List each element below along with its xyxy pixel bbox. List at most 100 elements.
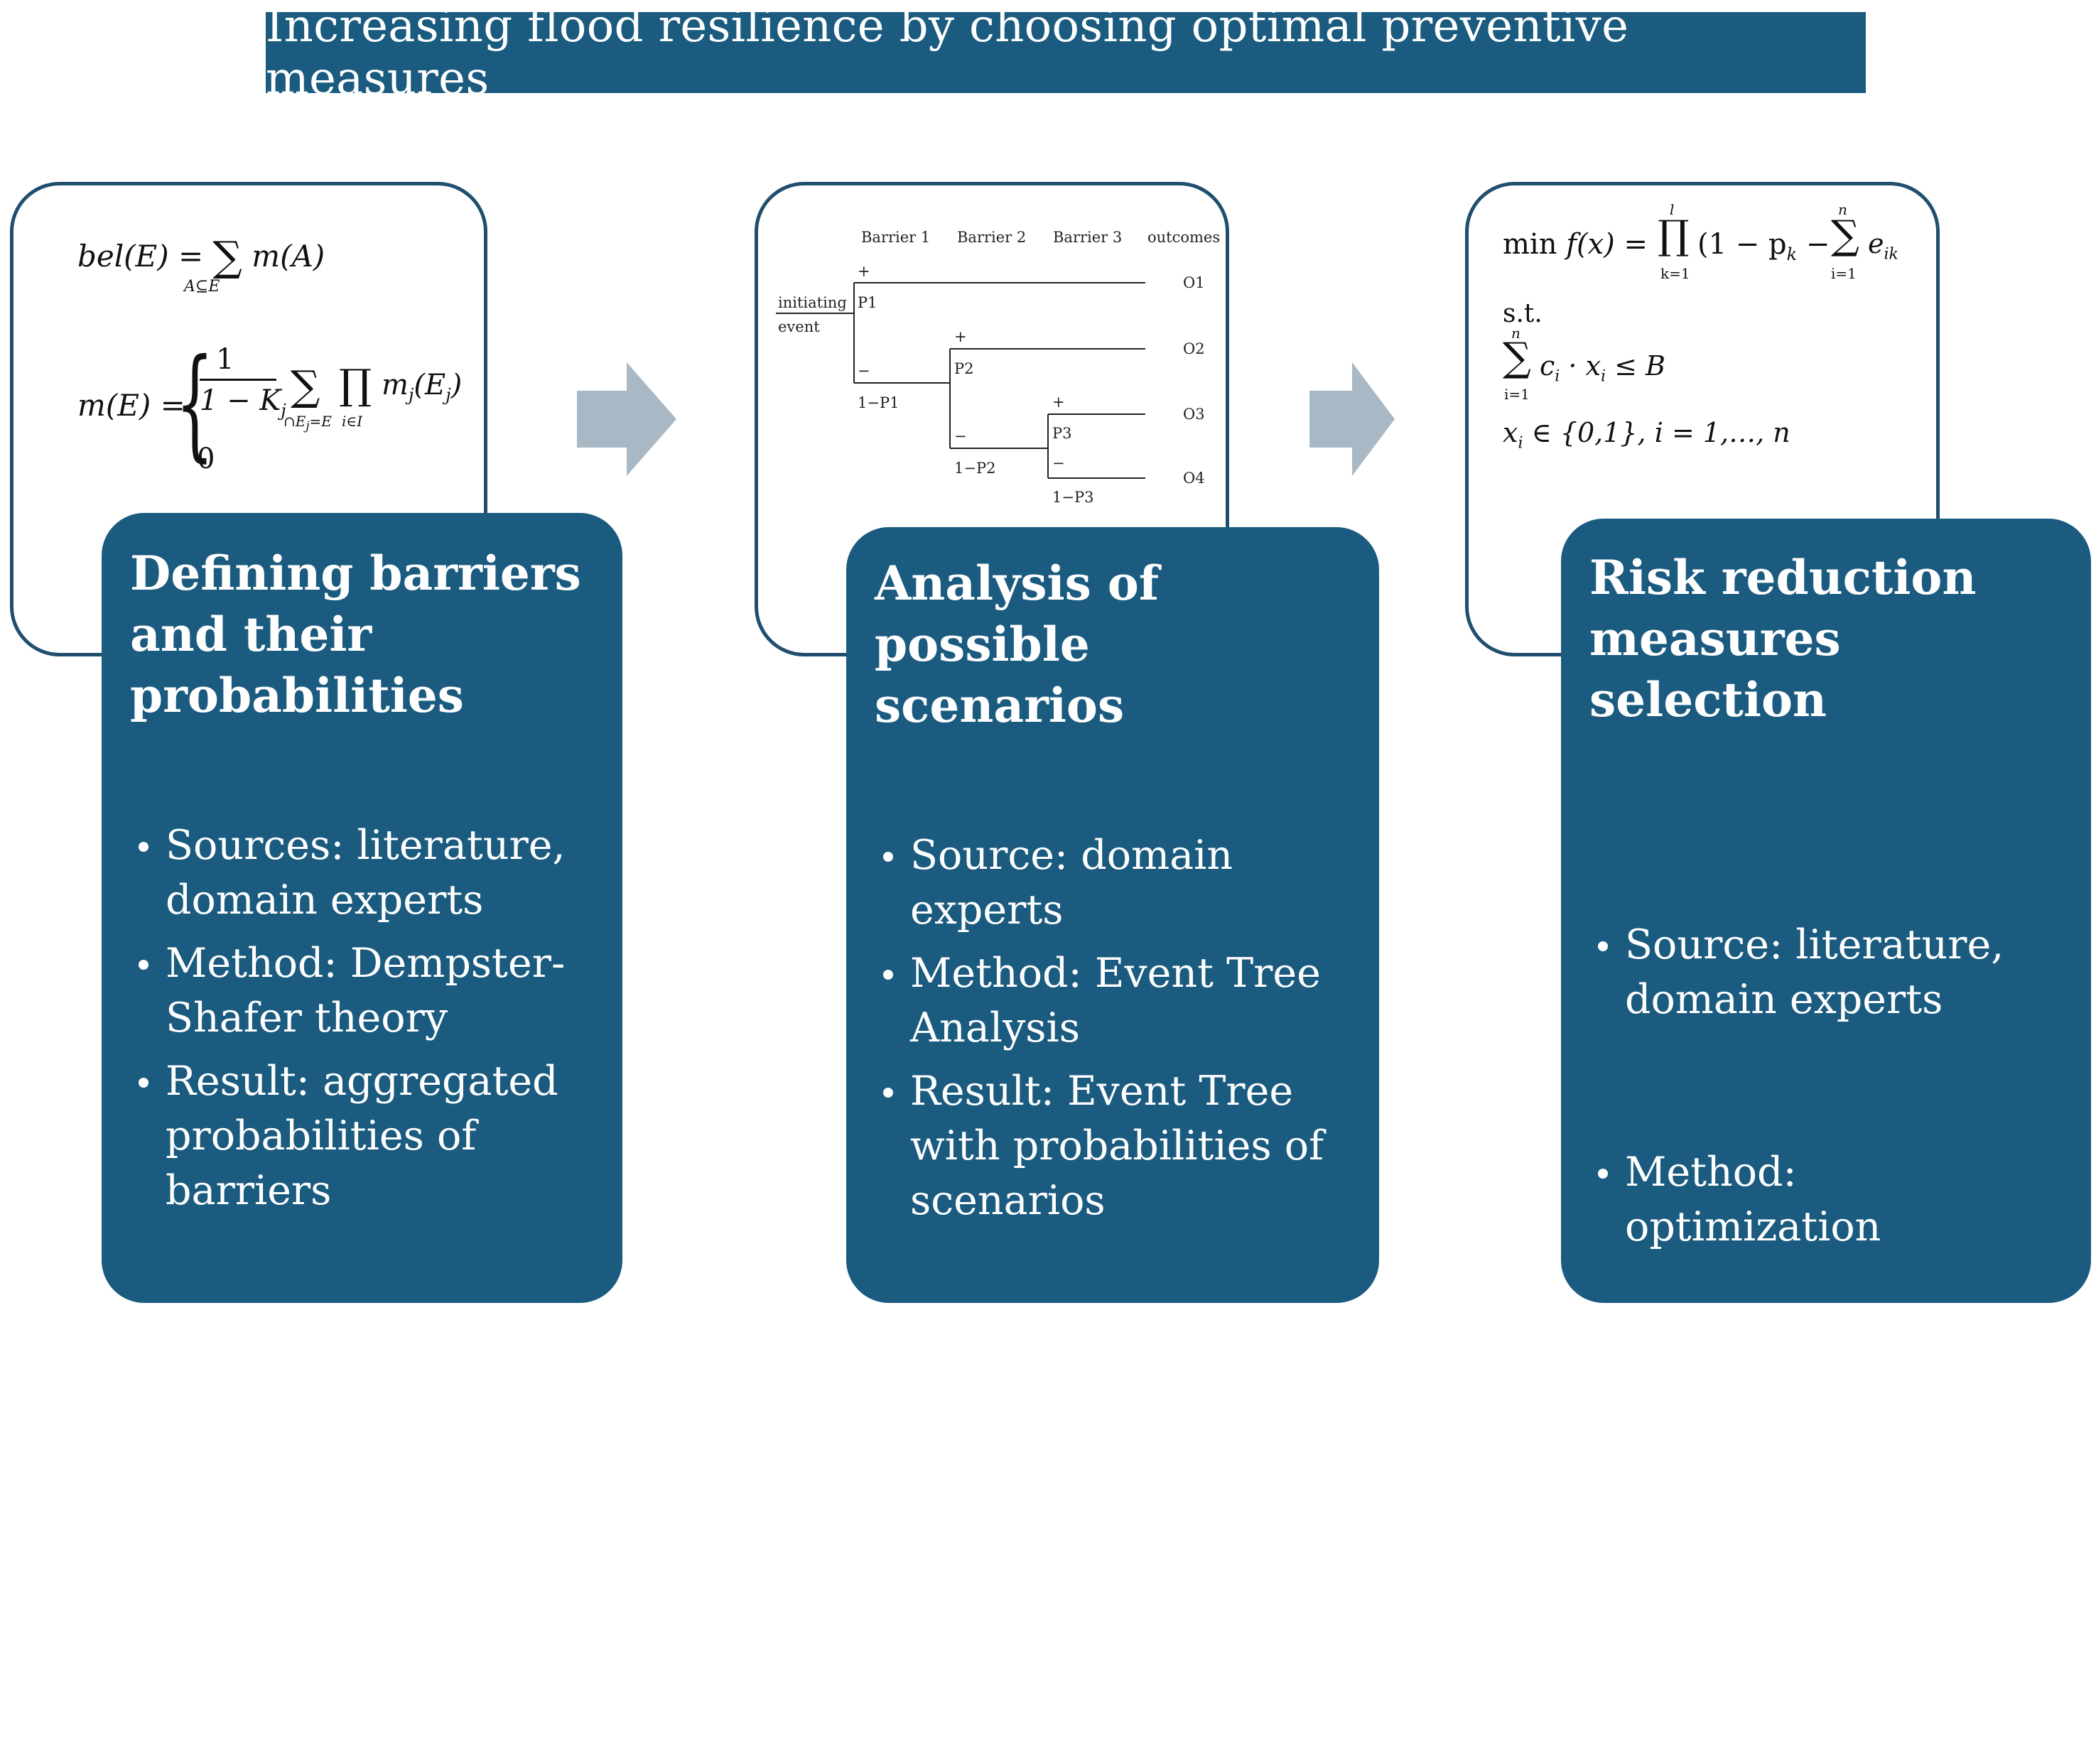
objective-term: (1 − pk − [1697,228,1830,264]
denominator-text: 1 − K [200,384,281,417]
step-card-risk-reduction: Risk reduction measures selection Source… [1561,519,2091,1642]
node-3-label: P3 [1052,425,1072,442]
x-dom-text: x [1503,417,1518,448]
domain-text: ∈ {0,1}, i = 1,…, n [1523,417,1790,448]
bullet-source: Source: literature, domain experts [1589,918,2063,1027]
min-text: min [1503,228,1557,261]
term-arg-sub: j [445,385,451,405]
node-1-plus: + [858,263,870,280]
title-text: Increasing flood resilience by choosing … [266,0,1629,105]
constraint-sum-top: n [1511,325,1520,342]
sum-top: n [1838,201,1847,218]
sum2-sub-tail: =E [309,413,332,430]
outcome-o3: O3 [1183,406,1205,423]
objective-sum-term: eik [1868,228,1898,264]
term-sub: j [408,385,414,405]
bel-rhs: m(A) [252,239,325,274]
initiating-label: initiating [778,294,847,311]
constraint-sum-bottom: i=1 [1504,386,1530,403]
step-title: Risk reduction measures selection [1589,550,1993,727]
step-card-scenarios: Analysis of possible scenarios Source: d… [846,527,1379,1303]
sum-symbol-2: ∑ [291,362,320,410]
bullet-method: Method: Dempster-Shafer theory [130,936,594,1046]
arrow-right-icon [1309,362,1395,476]
fraction-denominator: 1 − Kj [200,384,286,421]
f-text: f(x) = [1566,228,1648,261]
step-title: Defining barriers and their probabilitie… [130,546,581,723]
mass-term: mj(Ej) [382,369,462,405]
bullet-method: Method: optimization [1589,1145,2063,1255]
bullet-method: Method: Event Tree Analysis [875,946,1351,1056]
sum-bottom: i=1 [1831,265,1857,282]
tree-header-3: Barrier 3 [1053,229,1122,246]
tree-header-4: outcomes [1147,229,1220,246]
event-tree-diagram: Barrier 1 Barrier 2 Barrier 3 outcomes i… [776,229,1220,506]
sum-symbol: ∑ [212,232,242,281]
m-lhs: m(E) = [77,388,185,423]
belief-formula: bel(E) = ∑ m(A) A⊆E [77,228,325,296]
x-dom-sub: i [1518,434,1523,453]
event-label: event [778,318,820,335]
tree-header-1: Barrier 1 [861,229,930,246]
brace: { [175,333,215,474]
outcome-o4: O4 [1183,470,1205,487]
bel-sum-subscript: A⊆E [184,278,220,296]
sum2-sub-a: ∩E [283,413,306,430]
step-bullets: Source: literature, domain experts Metho… [1589,808,2063,1764]
objective-function: min f(x) = [1503,228,1648,261]
tree-header-2: Barrier 2 [957,229,1026,246]
budget-constraint: ci · xi ≤ B [1540,350,1665,386]
node-3-plus: + [1052,394,1065,411]
arrow-right-icon [577,362,676,476]
minus-text: − [1797,228,1830,261]
objective-sum: ∑ [1831,212,1859,259]
bel-lhs: bel(E) = [77,239,213,274]
product-symbol: ∏ [339,360,372,408]
sum2-sub-j: j [306,419,310,433]
outcome-o2: O2 [1183,340,1205,357]
product-bottom: k=1 [1660,265,1690,282]
c-sub: i [1555,367,1560,386]
c-text: c [1540,350,1555,382]
objective-product: ∏ [1658,212,1690,259]
term-close: ) [450,369,463,401]
node-2-label: P2 [954,360,974,377]
bullet-source: Source: domain experts [875,828,1351,938]
node-2-plus: + [954,328,967,345]
node-1-complement: 1−P1 [858,394,899,411]
bullet-result: Result: Event Tree with probabilities of… [875,1064,1351,1228]
mass-formula: m(E) = [77,388,185,423]
paren-text: (1 − p [1697,228,1787,261]
fraction-bar [200,379,276,381]
domain-constraint: xi ∈ {0,1}, i = 1,…, n [1503,417,1790,453]
outcome-o1: O1 [1183,274,1205,291]
step-bullets: Sources: literature, domain experts Meth… [130,818,594,1218]
diagram-title: Increasing flood resilience by choosing … [266,0,1866,105]
node-1-minus: − [858,362,870,379]
node-3-complement: 1−P3 [1052,489,1093,506]
step-bullets: Source: domain experts Method: Event Tre… [875,828,1351,1228]
le-b-text: ≤ B [1606,350,1665,382]
node-3-minus: − [1052,455,1065,472]
fraction-numerator: 1 [216,343,234,376]
sum2-subscript: ∩Ej=E [283,413,332,433]
denominator-sub: j [281,401,286,421]
bullet-sources: Sources: literature, domain experts [130,818,594,928]
step-title: Analysis of possible scenarios [875,556,1160,733]
product-subscript: i∈I [342,413,363,430]
bullet-result: Result: Optimal flood prevention measure… [1589,1373,2063,1646]
product-top: l [1670,201,1675,218]
e-sub: ik [1884,245,1898,264]
e-text: e [1868,228,1884,259]
bullet-result: Result: aggregated probabilities of barr… [130,1054,594,1218]
zero-case: 0 [197,443,215,475]
step-card-barriers: Defining barriers and their probabilitie… [102,513,622,1303]
node-2-complement: 1−P2 [954,460,995,477]
node-1-label: P1 [858,294,877,311]
dot-x-text: · x [1560,350,1601,382]
subject-to-label: s.t. [1503,299,1543,328]
term-arg: (E [414,369,446,401]
x-sub: i [1601,367,1606,386]
node-2-minus: − [954,428,967,445]
constraint-sum: ∑ [1503,335,1531,381]
